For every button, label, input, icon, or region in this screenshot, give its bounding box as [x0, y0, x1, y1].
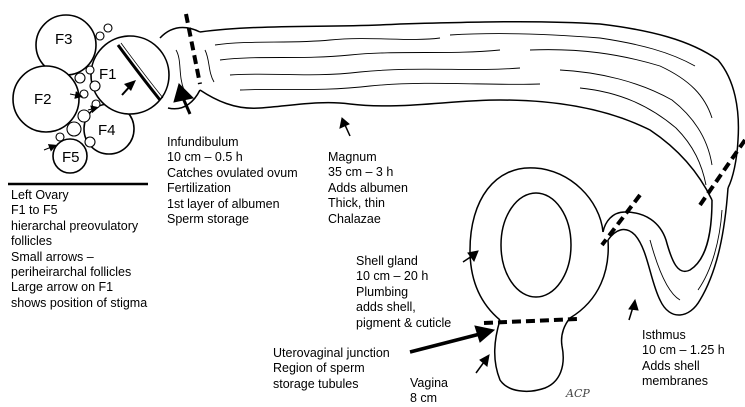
magnum-line: Chalazae	[328, 212, 408, 227]
uterovaginal-label: Uterovaginal junction Region of sperm st…	[273, 346, 390, 392]
follicle-label-f5: F5	[62, 149, 80, 166]
ovary-line: shows position of stigma	[11, 296, 147, 311]
infundibulum-line: Infundibulum	[167, 135, 298, 150]
shell-gland-line: Shell gland	[356, 254, 451, 269]
isthmus-line: 10 cm – 1.25 h	[642, 343, 725, 358]
magnum-line: 35 cm – 3 h	[328, 165, 408, 180]
infundibulum-line: Fertilization	[167, 181, 298, 196]
magnum-line: Magnum	[328, 150, 408, 165]
shell-gland-line: pigment & cuticle	[356, 316, 451, 331]
ovary-line: hierarchal preovulatory	[11, 219, 147, 234]
infundibulum-line: Catches ovulated ovum	[167, 166, 298, 181]
vagina-label: Vagina 8 cm	[410, 376, 448, 407]
ovary-line: Small arrows –	[11, 250, 147, 265]
isthmus-line: membranes	[642, 374, 725, 389]
ovary-line: periheirarchal follicles	[11, 265, 147, 280]
uterovaginal-line: storage tubules	[273, 377, 390, 392]
magnum-isthmus-junction	[700, 140, 745, 205]
vagina-outline	[495, 318, 570, 391]
isthmus-label: Isthmus 10 cm – 1.25 h Adds shell membra…	[642, 328, 725, 390]
shell-gland-line: 10 cm – 20 h	[356, 269, 451, 284]
vagina-line: Vagina	[410, 376, 448, 391]
uterovaginal-line: Uterovaginal junction	[273, 346, 390, 361]
ovary-line: Large arrow on F1	[11, 280, 147, 295]
uterovaginal-line: Region of sperm	[273, 361, 390, 376]
vagina-line: 8 cm	[410, 391, 448, 406]
isthmus-outline	[603, 188, 728, 315]
follicle-label-f4: F4	[98, 122, 116, 139]
follicle-label-f2: F2	[34, 91, 52, 108]
infundibulum-line: 10 cm – 0.5 h	[167, 150, 298, 165]
ovary-label: Left Ovary F1 to F5 hierarchal preovulat…	[11, 188, 147, 311]
shell-gland-line: adds shell,	[356, 300, 451, 315]
shell-gland-label: Shell gland 10 cm – 20 h Plumbing adds s…	[356, 254, 451, 331]
magnum-line: Thick, thin	[328, 196, 408, 211]
infundibulum-label: Infundibulum 10 cm – 0.5 h Catches ovula…	[167, 135, 298, 227]
infundibulum-line: 1st layer of albumen	[167, 197, 298, 212]
ovary-line: Left Ovary	[11, 188, 147, 203]
artist-signature: ACP	[565, 387, 590, 400]
magnum-line: Adds albumen	[328, 181, 408, 196]
infundibulum-line: Sperm storage	[167, 212, 298, 227]
magnum-label: Magnum 35 cm – 3 h Adds albumen Thick, t…	[328, 150, 408, 227]
uterovaginal-junction-marker	[484, 319, 578, 323]
shell-gland-line: Plumbing	[356, 285, 451, 300]
shell-gland-egg	[501, 193, 571, 297]
follicle-label-f1: F1	[99, 66, 117, 83]
isthmus-line: Adds shell	[642, 359, 725, 374]
follicle-label-f3: F3	[55, 31, 73, 48]
ovary-line: follicles	[11, 234, 147, 249]
infundibulum-magnum-junction	[186, 14, 200, 84]
ovary-line: F1 to F5	[11, 203, 147, 218]
isthmus-line: Isthmus	[642, 328, 725, 343]
